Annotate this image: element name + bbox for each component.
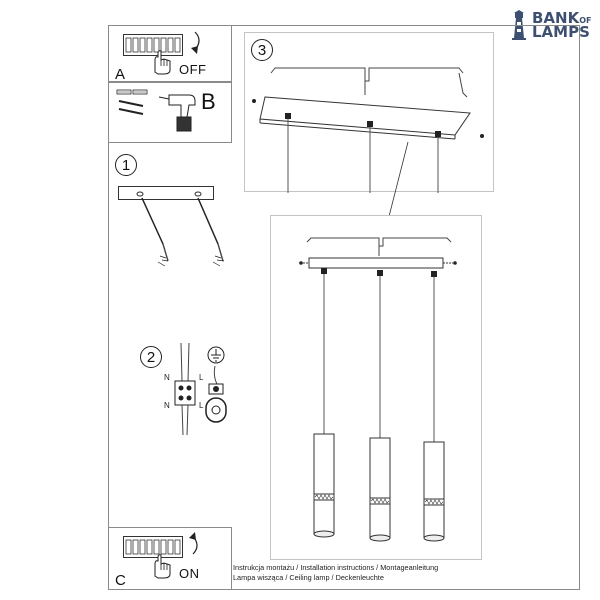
fuse-box-icon [123, 34, 183, 56]
ground-terminal [205, 365, 227, 423]
wire-label-l-bottom: L [199, 401, 204, 410]
canopy-detail [252, 67, 484, 193]
logo-text-of: OF [579, 16, 592, 25]
panel-c-letter: C [115, 572, 126, 589]
logo-text-bank: BANK [532, 9, 580, 27]
step-3-badge: 3 [251, 39, 273, 61]
drill-icon [158, 94, 196, 132]
caption-lamp-type: Lampa wisząca / Ceiling lamp / Deckenleu… [233, 573, 384, 582]
lamp-illustration-panel [270, 215, 482, 560]
anchors-screws-icon [116, 89, 148, 115]
lighthouse-icon [512, 10, 526, 40]
hand-icon [154, 50, 171, 75]
fuse-box-icon-on [123, 536, 183, 558]
pendant-lamp [299, 237, 457, 542]
arrow-down-icon [191, 31, 200, 54]
panel-a-letter: A [115, 66, 126, 83]
arrow-up-icon [189, 532, 198, 555]
logo-text-lamps: LAMPS [532, 23, 590, 41]
panel-c-on-label: ON [179, 566, 200, 581]
step-1-mount-plate [118, 186, 225, 267]
step-3-panel: 3 [244, 32, 494, 193]
step-1-badge: 1 [115, 154, 137, 176]
instruction-sheet [108, 25, 580, 590]
logo: BANKOF LAMPS [508, 8, 598, 42]
ground-icon [207, 346, 225, 364]
panel-c: C ON [108, 527, 232, 590]
step-2-badge: 2 [140, 346, 162, 368]
caption-instructions: Instrukcja montażu / Installation instru… [233, 563, 439, 572]
panel-a-off-label: OFF [179, 62, 207, 77]
panel-b: B [108, 82, 232, 143]
panel-a: A OFF [108, 25, 232, 83]
panel-b-letter: B [201, 89, 216, 114]
hand-icon-on [154, 554, 171, 579]
wire-label-l-top: L [199, 373, 204, 382]
terminal-block [174, 342, 196, 436]
wire-label-n-bottom: N [164, 401, 170, 410]
wire-label-n-top: N [164, 373, 170, 382]
